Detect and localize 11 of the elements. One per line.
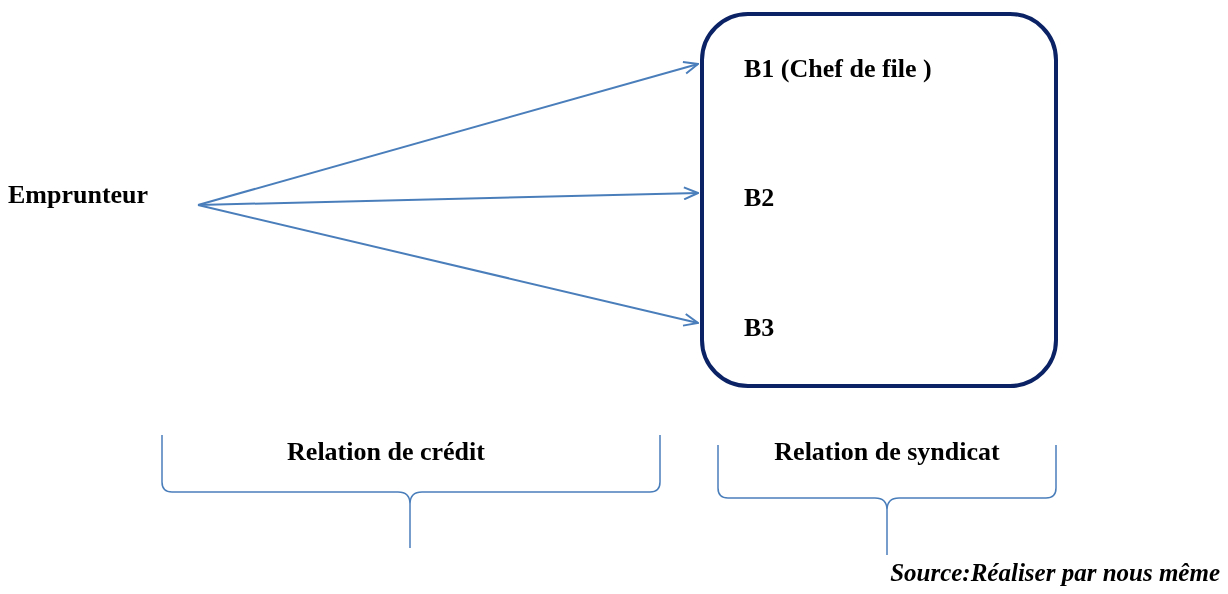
node-label: B2	[704, 179, 1004, 215]
arrow	[197, 186, 699, 206]
bracket-label: Relation de crédit	[286, 436, 486, 468]
arrow	[197, 204, 699, 327]
node-label: Emprunteur	[8, 176, 198, 212]
node-label: B3	[704, 309, 1004, 345]
rounded-box	[700, 12, 1058, 388]
bracket-label: Relation de syndicat	[773, 436, 1001, 468]
caption: Source:Réaliser par nous même	[890, 558, 1220, 588]
arrow	[197, 61, 699, 206]
node-label: B1 (Chef de file )	[704, 50, 1004, 86]
